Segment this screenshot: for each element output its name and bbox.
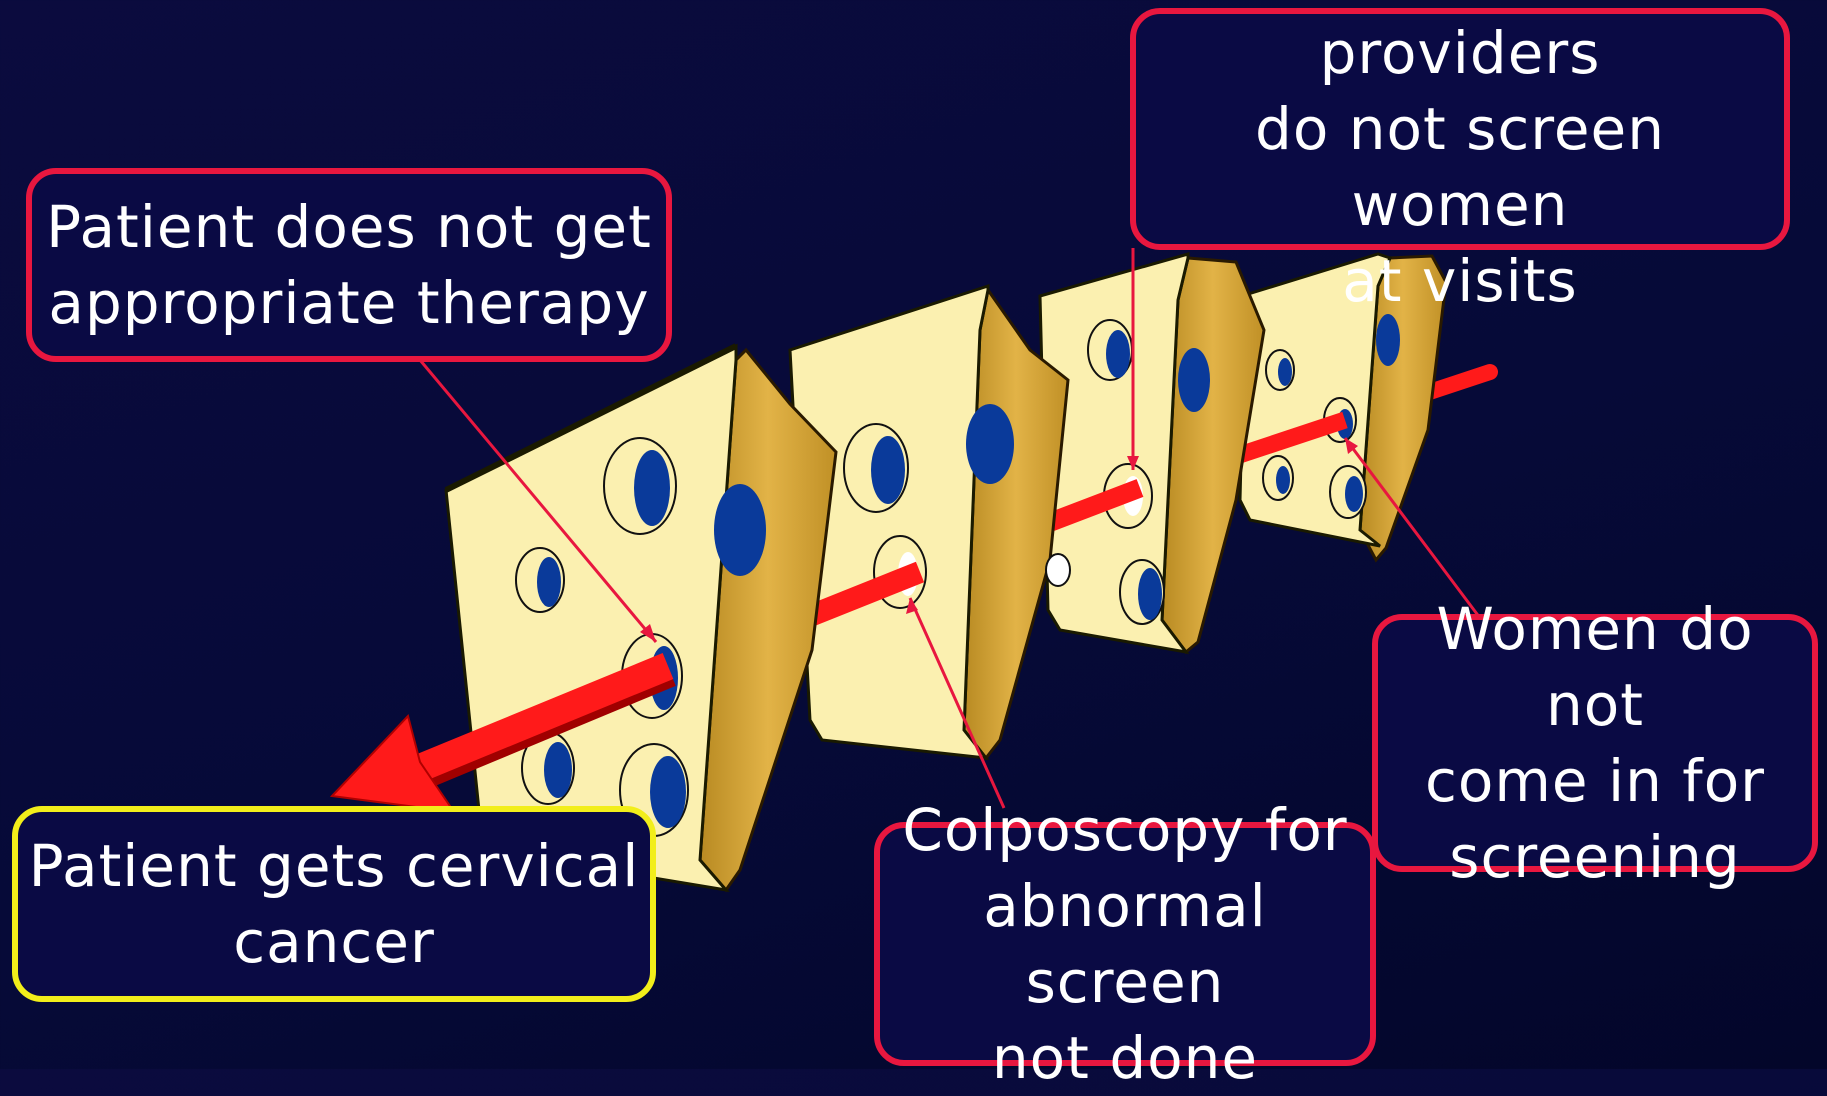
swiss-cheese-diagram: Patient does not get appropriate therapy… [0,0,1827,1069]
label-colposcopy: Colposcopy for abnormal screen not done [874,822,1376,1066]
cheese-hole [1376,314,1400,366]
cheese-hole [966,404,1014,484]
cheese-hole [516,548,564,612]
cheese-hole [844,424,908,512]
cheese-hole [604,438,676,534]
label-therapy-text: Patient does not get appropriate therapy [46,189,652,341]
cheese-hole [1120,560,1164,624]
cheese-hole [1263,456,1293,500]
label-therapy: Patient does not get appropriate therapy [26,168,672,362]
cheese-hole [1046,554,1070,586]
label-providers-text: Health care providers do not screen wome… [1146,0,1774,319]
label-women: Women do not come in for screening [1372,614,1818,872]
label-outcome: Patient gets cervical cancer [12,806,656,1002]
cheese-hole [1266,350,1294,390]
cheese-hole [1088,320,1132,380]
cheese-hole [1330,466,1366,518]
label-providers: Health care providers do not screen wome… [1130,8,1790,250]
cheese-hole [714,484,766,576]
cheese-hole [1178,348,1210,412]
cheese-slice-2 [790,286,1070,758]
label-outcome-text: Patient gets cervical cancer [29,828,640,980]
label-colposcopy-text: Colposcopy for abnormal screen not done [890,792,1360,1096]
label-women-text: Women do not come in for screening [1388,591,1802,895]
